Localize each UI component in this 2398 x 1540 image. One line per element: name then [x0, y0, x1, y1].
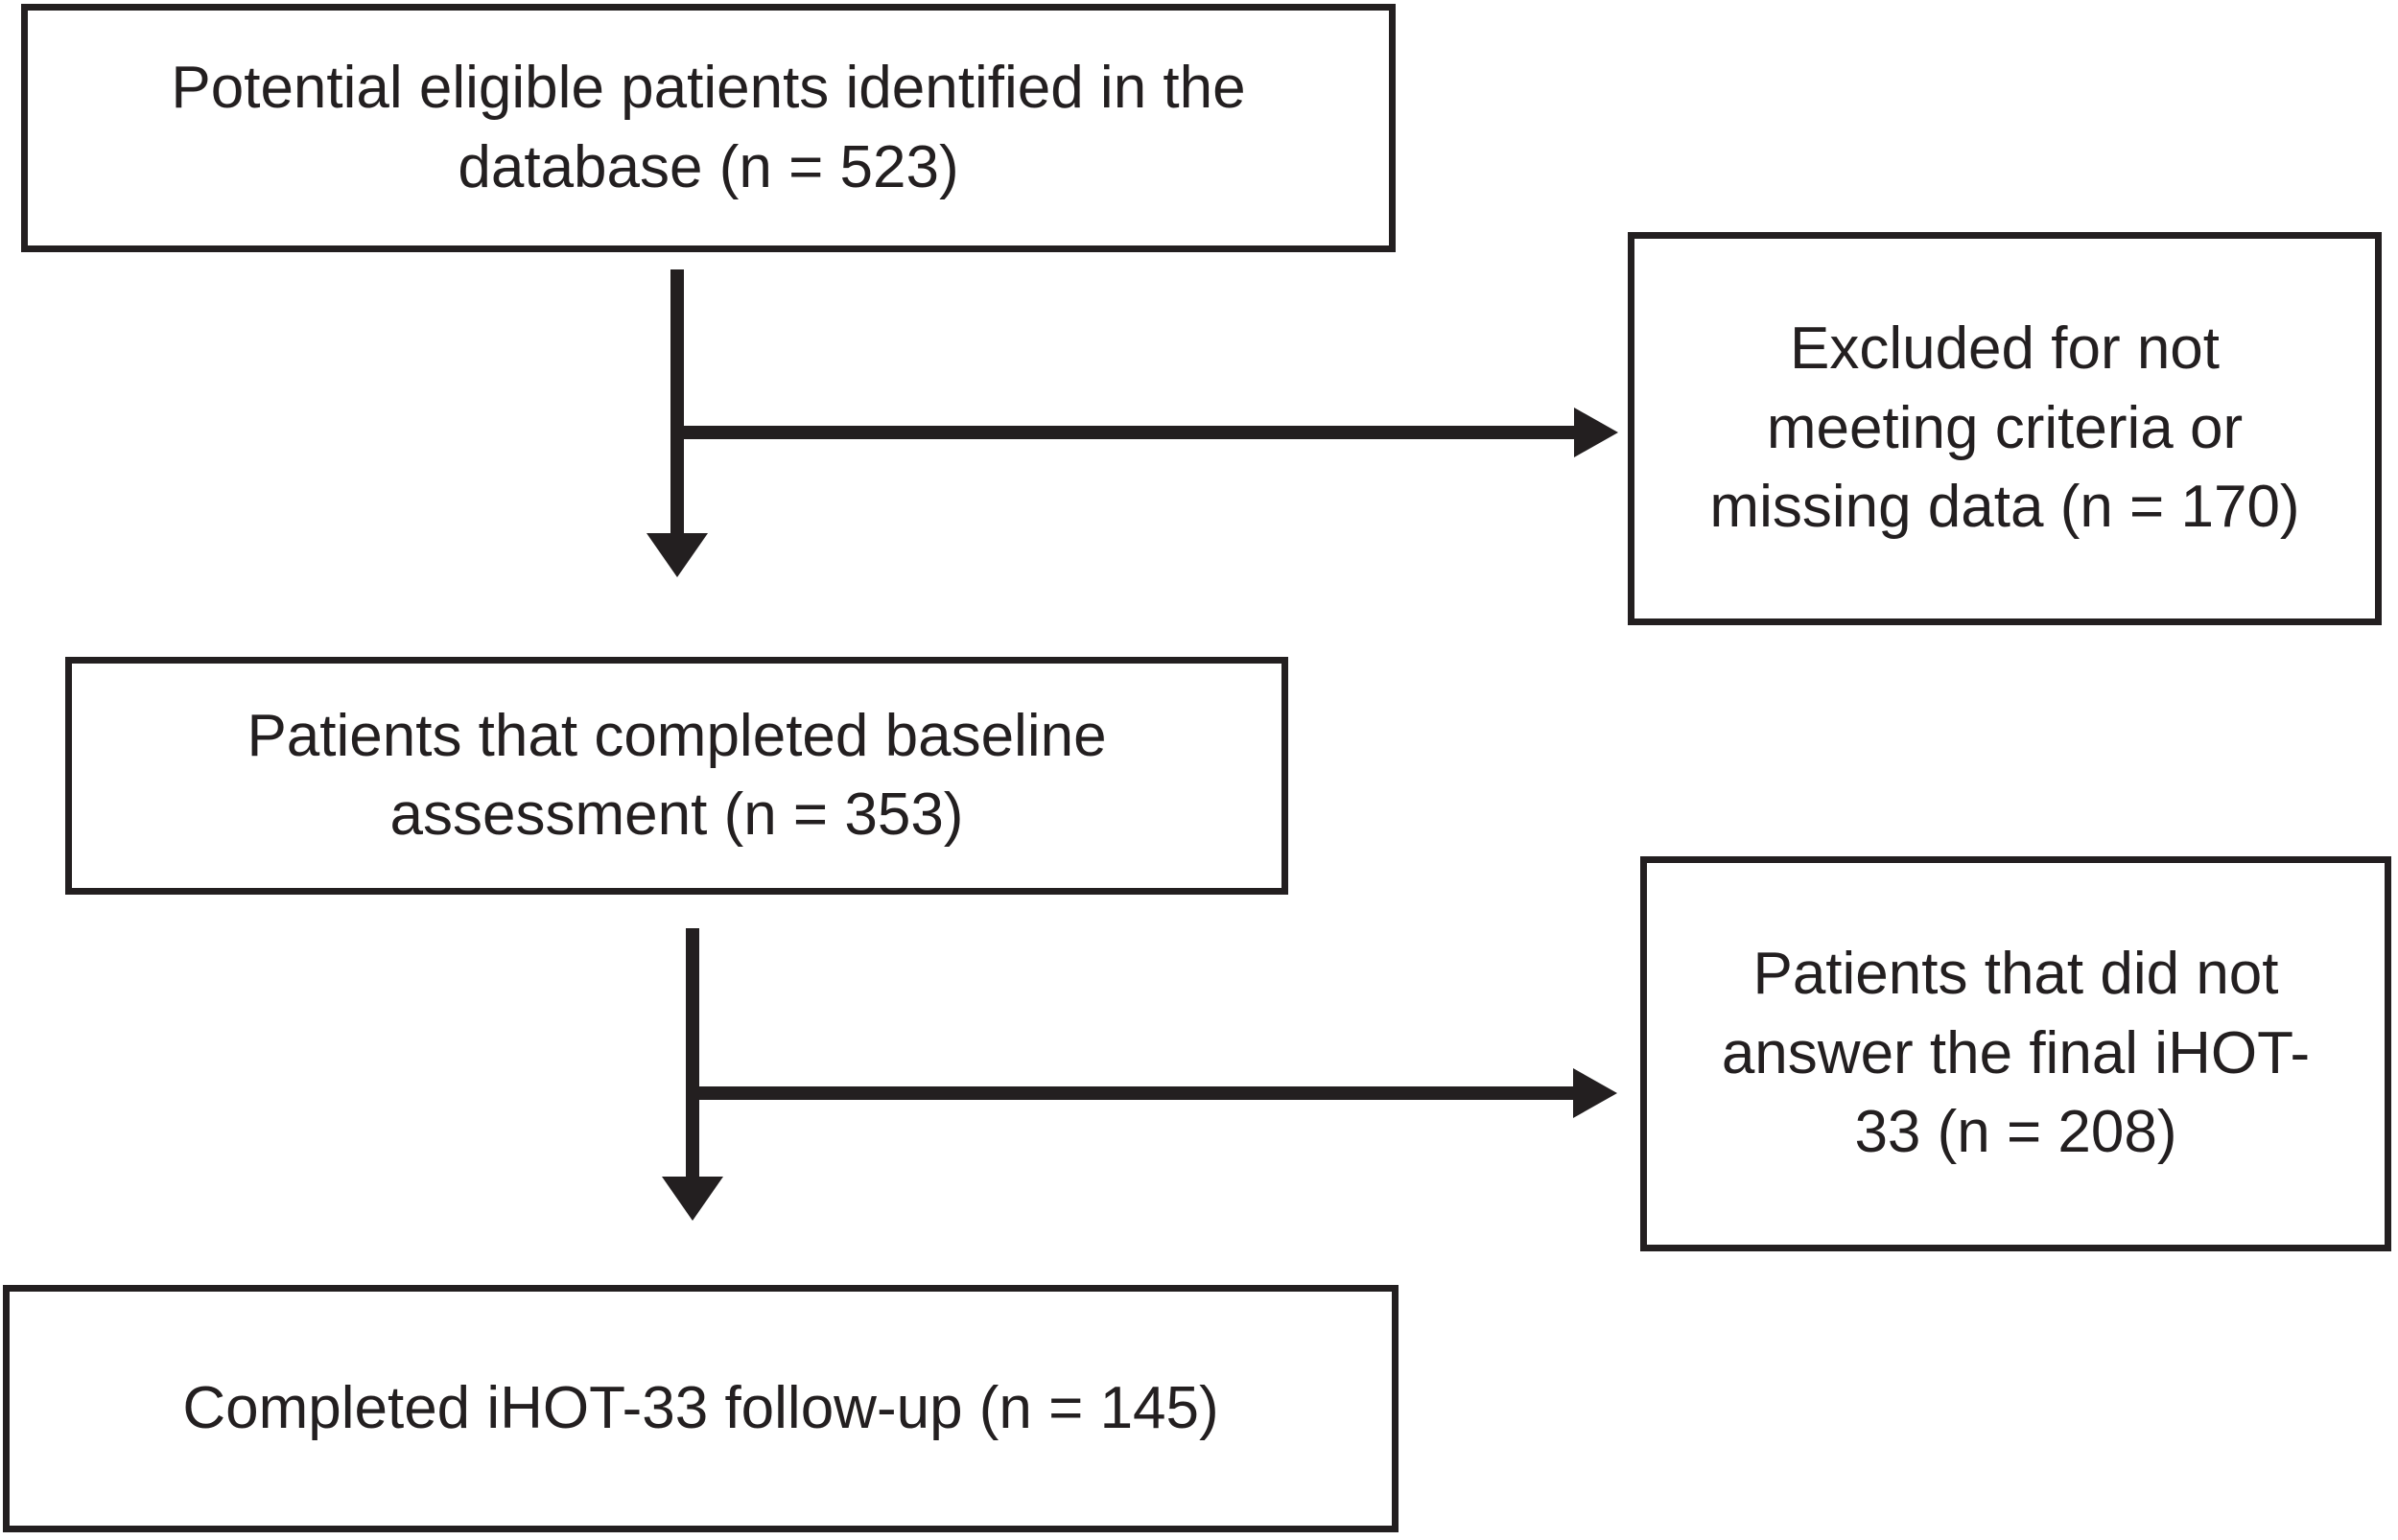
- flow-box-completed-followup-text: Completed iHOT-33 follow-up (n = 145): [182, 1374, 1219, 1441]
- down-arrowhead-icon: [647, 533, 708, 577]
- flow-box-identified: Potential eligible patients identified i…: [21, 4, 1396, 252]
- flow-box-completed-followup: Completed iHOT-33 follow-up (n = 145): [3, 1285, 1399, 1532]
- arrow-shaft: [699, 1086, 1575, 1100]
- arrow-shaft: [686, 928, 699, 1178]
- arrow-shaft: [684, 426, 1576, 439]
- flow-box-identified-text: Potential eligible patients identified i…: [171, 55, 1246, 200]
- right-arrowhead-icon: [1573, 1068, 1617, 1118]
- right-arrowhead-icon: [1574, 408, 1618, 457]
- arrow-shaft: [670, 269, 684, 534]
- down-arrowhead-icon: [662, 1177, 723, 1221]
